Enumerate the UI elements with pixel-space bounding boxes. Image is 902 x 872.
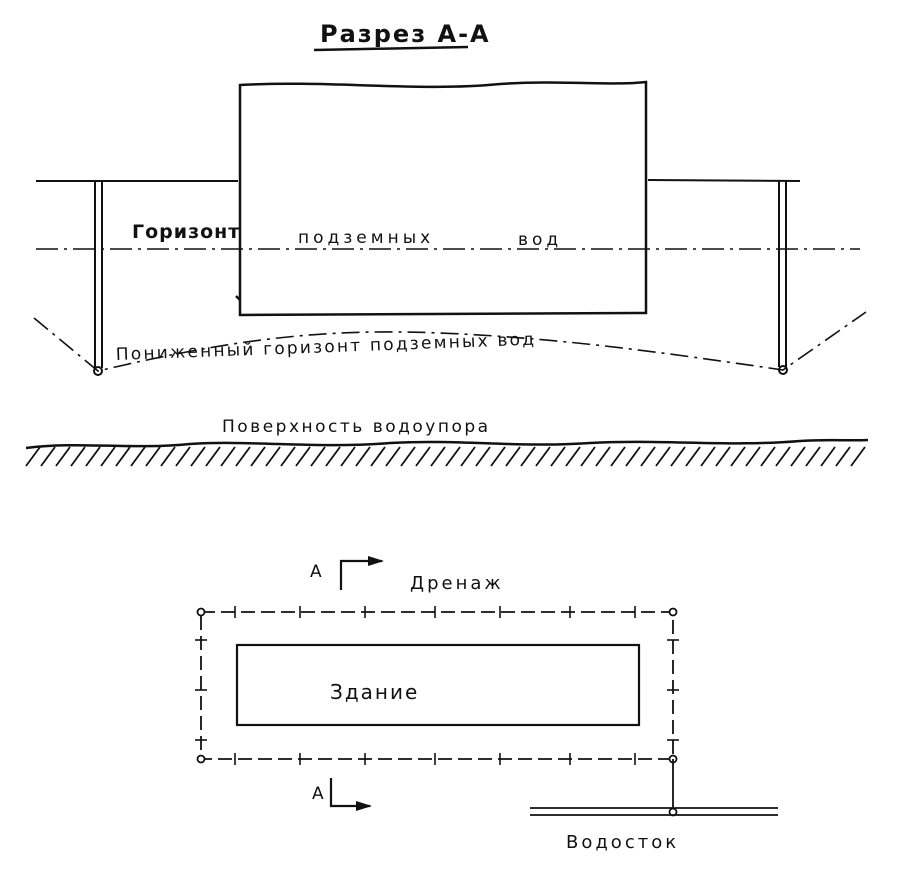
- hatch-stroke: [310, 446, 326, 467]
- hatch-stroke: [805, 446, 821, 467]
- hatch-stroke: [85, 446, 101, 467]
- hatch-stroke: [430, 446, 446, 467]
- plan-view: А Дренаж Здание А Водосток: [195, 556, 778, 853]
- drainage-contour: [200, 611, 674, 760]
- hatch-stroke: [490, 446, 506, 467]
- section-mark-bottom: А: [312, 784, 324, 804]
- hatch-stroke: [820, 446, 836, 467]
- hatch-stroke: [715, 446, 731, 467]
- hatch-stroke: [265, 446, 281, 467]
- drain-well-left: [93, 182, 103, 376]
- hatch-stroke: [55, 446, 71, 467]
- aquiclude-surface: [25, 438, 869, 450]
- hatch-stroke: [205, 446, 221, 467]
- hatch-stroke: [325, 446, 341, 467]
- hatch-stroke: [25, 446, 41, 467]
- title-underline: [313, 45, 469, 52]
- hatch-stroke: [655, 446, 671, 467]
- groundwater-label-1: Горизонт: [132, 221, 240, 243]
- stormwater-label: Водосток: [566, 832, 679, 853]
- hatch-stroke: [835, 446, 851, 467]
- hatch-stroke: [535, 446, 551, 467]
- hatch-stroke: [385, 446, 401, 467]
- hatch-stroke: [40, 446, 56, 467]
- hatch-stroke: [295, 446, 311, 467]
- aquiclude-hatching: [25, 446, 866, 467]
- section-title: Разрез А-А: [320, 20, 491, 48]
- hatch-stroke: [580, 446, 596, 467]
- hatch-stroke: [70, 446, 86, 467]
- arrowhead-top: [368, 556, 384, 566]
- plan-well-sw: [196, 754, 206, 764]
- plan-well-nw: [196, 607, 206, 617]
- hatch-stroke: [190, 446, 206, 467]
- hatch-stroke: [520, 446, 536, 467]
- hatch-stroke: [460, 446, 476, 467]
- hatch-stroke: [505, 446, 521, 467]
- building-section: [235, 80, 648, 317]
- hatch-stroke: [280, 446, 296, 467]
- hatch-stroke: [415, 446, 431, 467]
- hatch-stroke: [145, 446, 161, 467]
- hatch-stroke: [610, 446, 626, 467]
- hatch-stroke: [790, 446, 806, 467]
- hatch-stroke: [115, 446, 131, 467]
- groundwater-label-3: вод: [518, 230, 562, 250]
- hatch-stroke: [130, 446, 146, 467]
- section-mark-top: А: [310, 562, 322, 582]
- hatch-stroke: [700, 446, 716, 467]
- hatch-stroke: [175, 446, 191, 467]
- lowered-groundwater-label: Пониженный горизонт подземных вод: [115, 330, 536, 365]
- hatch-stroke: [100, 446, 116, 467]
- hatch-stroke: [730, 446, 746, 467]
- drainage-label: Дренаж: [410, 573, 504, 594]
- hatch-stroke: [565, 446, 581, 467]
- groundwater-label-2: подземных: [298, 228, 434, 248]
- aquiclude-label: Поверхность водоупора: [222, 417, 491, 437]
- hatch-stroke: [220, 446, 236, 467]
- hatch-stroke: [235, 446, 251, 467]
- lowered-groundwater-curve: [33, 311, 867, 372]
- hatch-stroke: [160, 446, 176, 467]
- hatch-stroke: [685, 446, 701, 467]
- hatch-stroke: [745, 446, 761, 467]
- hatch-stroke: [445, 446, 461, 467]
- plan-well-ne: [668, 607, 678, 617]
- section-view: Разрез А-А Горизонт подземных вод Пониже…: [25, 20, 869, 467]
- hatch-stroke: [475, 446, 491, 467]
- hatch-stroke: [370, 446, 386, 467]
- hatch-stroke: [850, 446, 866, 467]
- hatch-stroke: [670, 446, 686, 467]
- hatch-stroke: [760, 446, 776, 467]
- hatch-stroke: [550, 446, 566, 467]
- hatch-stroke: [625, 446, 641, 467]
- hatch-stroke: [775, 446, 791, 467]
- section-arrow-bottom: [329, 778, 370, 808]
- hatch-stroke: [595, 446, 611, 467]
- hatch-stroke: [640, 446, 656, 467]
- drain-well-right: [778, 181, 788, 375]
- hatch-stroke: [355, 446, 371, 467]
- arrowhead-bottom: [356, 801, 372, 811]
- drainage-ticks: [195, 606, 679, 765]
- hatch-stroke: [250, 446, 266, 467]
- hatch-stroke: [400, 446, 416, 467]
- hatch-stroke: [340, 446, 356, 467]
- building-plan: [235, 643, 641, 727]
- section-arrow-top: [339, 559, 382, 590]
- ground-surface-right: [647, 179, 801, 182]
- building-label: Здание: [330, 680, 419, 704]
